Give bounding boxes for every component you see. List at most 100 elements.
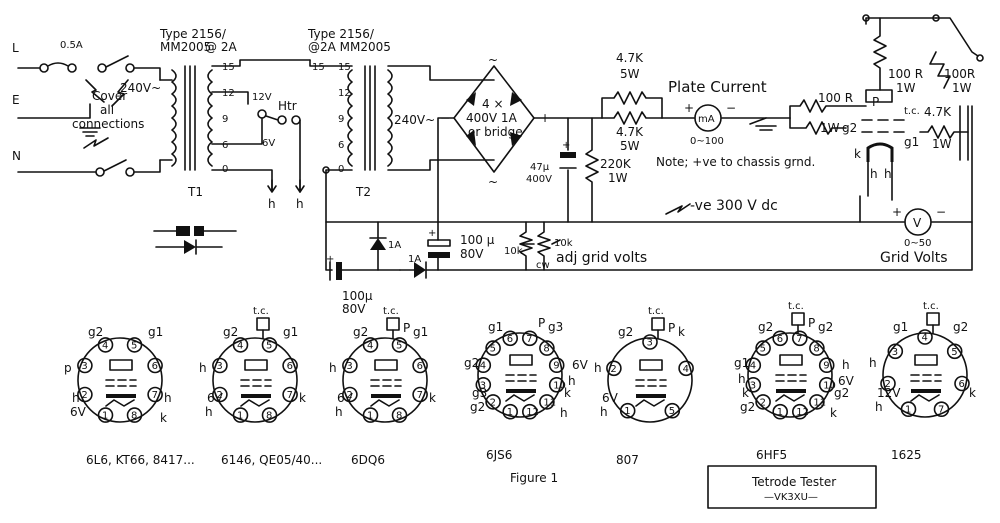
tube-pin (391, 407, 408, 423)
r-g2-watt: 1W (820, 121, 840, 135)
tube-pin (880, 375, 896, 392)
tube-top-cap-label: t.c. (788, 301, 804, 312)
test-socket-leads: 100 R 1W P 100R 1W t.c. 100 R 1W g2 g1 4… (818, 14, 984, 201)
tube-electrode-label: 6V (337, 391, 354, 405)
tube-envelope (77, 337, 163, 423)
tube-top-cap-label: t.c. (253, 306, 269, 317)
tube-pin (809, 394, 825, 410)
tube-pin-number: 5 (396, 340, 402, 351)
transformer-t2: Type 2156/ @2A MM2005 15 15 12 9 6 0 240… (307, 27, 495, 271)
tube-envelope (212, 337, 298, 423)
tube-electrode-label: g2 (740, 400, 755, 414)
figure-caption: Figure 1 (510, 471, 558, 485)
tube-pin (485, 340, 501, 356)
tube-pin (917, 329, 933, 345)
tube-type-name: 6L6, KT66, 8417... (86, 453, 195, 467)
label-neutral: N (12, 149, 21, 163)
tube-electrode-label: h (72, 391, 80, 405)
tube-pin-number: 1 (367, 411, 373, 422)
tube-pin-number: 6 (777, 334, 783, 345)
neg-rail-label: -ve 300 V dc (690, 198, 778, 214)
tube-pin (745, 357, 762, 374)
tube-top-cap (926, 312, 940, 326)
tube-pin-number: 6 (152, 361, 158, 372)
tube-pin (642, 334, 658, 350)
tube-pin-number: 3 (216, 361, 222, 372)
tube-electrode-label: h (199, 361, 207, 375)
tube-pin-number: 5 (669, 406, 675, 417)
t2-voltage: 240V~ (394, 113, 435, 127)
tube-pin-number: 6 (417, 361, 423, 372)
tube-electrode-label: h (600, 405, 608, 419)
tube-pin-number: 2 (490, 397, 496, 408)
tube-heater (910, 394, 940, 402)
tube-top-cap (256, 317, 270, 331)
plate-meter-minus: − (726, 101, 736, 115)
title-block-call: —VK3XU— (764, 492, 818, 503)
neg-cap-plus2: + (428, 228, 436, 239)
tube-pin (126, 337, 143, 353)
tube-pin-number: 2 (216, 390, 222, 401)
tube-electrode-label: g3 (548, 320, 563, 334)
transformer-t1: Type 2156/ MM2005 @ 2A 15 12 9 6 0 12V 6… (159, 27, 311, 211)
neg-cap2-value: 100µ (342, 289, 373, 303)
plate-current-title: Plate Current (668, 78, 767, 96)
tube-pin (619, 402, 636, 419)
tube-electrode-label: g2 (353, 325, 368, 339)
plate-note: Note; +ve to chassis grnd. (656, 155, 815, 169)
grid-meter-minus: − (936, 205, 946, 219)
h2-label: h (884, 167, 892, 181)
tube-pin (818, 376, 835, 393)
tube-heater (240, 399, 270, 407)
tube-pin (521, 330, 538, 347)
tube-electrode-label: 6V (70, 405, 87, 419)
tube-electrode-label: h (329, 361, 337, 375)
cover-note-1: Cover (92, 89, 127, 103)
plate-cap-1: 47µ (530, 162, 550, 173)
tube-pin (521, 403, 538, 420)
t1-tap-6: 6 (222, 140, 228, 151)
tube-pin (887, 343, 904, 360)
h1-label: h (870, 167, 878, 181)
htr-12v: 12V (252, 92, 272, 103)
diode-legend (153, 226, 237, 255)
tube-pin-number: 2 (885, 379, 891, 390)
plate-r2-value: 4.7K (616, 125, 644, 139)
tube-plate-label: P (403, 321, 410, 335)
tube-electrode-label: g2 (953, 320, 968, 334)
label-earth: E (12, 93, 20, 107)
plate-meter-plus: + (684, 101, 694, 115)
t2-tap-15a: 15 (312, 62, 325, 73)
tube-plate (109, 359, 133, 371)
tube-electrode-label: h (875, 400, 883, 414)
tube-envelope (342, 337, 428, 423)
tube-heater (775, 394, 805, 402)
bridge-text-3: or bridge (468, 125, 523, 139)
tube-pin (97, 337, 114, 353)
tube-electrode-label: k (160, 411, 167, 425)
tube-pin-number: 1 (102, 411, 108, 422)
adj-grid-volts: adj grid volts (556, 250, 647, 266)
tube-top-cap-label: t.c. (923, 301, 939, 312)
plate-r1-value: 4.7K (616, 51, 644, 65)
t2-tap-12: 12 (338, 88, 351, 99)
tube-electrode-label: g2 (88, 325, 103, 339)
tube-pin-number: 5 (760, 344, 766, 355)
tube-pin-number: 1 (905, 405, 911, 416)
tube-pin-number: 12 (526, 407, 539, 418)
tube-electrode-label: k (564, 386, 571, 400)
plate-r2-watt: 5W (620, 139, 640, 153)
tube-electrode-label: h (869, 356, 877, 370)
tube-pin (282, 357, 298, 374)
tube-pin (147, 386, 163, 403)
tube-electrode-label: h (560, 406, 568, 420)
title-block: Tetrode Tester —VK3XU— (707, 465, 877, 509)
tube-electrode-label: k (969, 386, 976, 400)
heater-h2: h (296, 197, 304, 211)
tube-electrode-label: g2 (223, 325, 238, 339)
tube-pin-number: 8 (266, 411, 272, 422)
tube-pin-number: 2 (760, 397, 766, 408)
tube-electrode-label: p (64, 361, 72, 375)
tube-cathode (106, 394, 136, 398)
